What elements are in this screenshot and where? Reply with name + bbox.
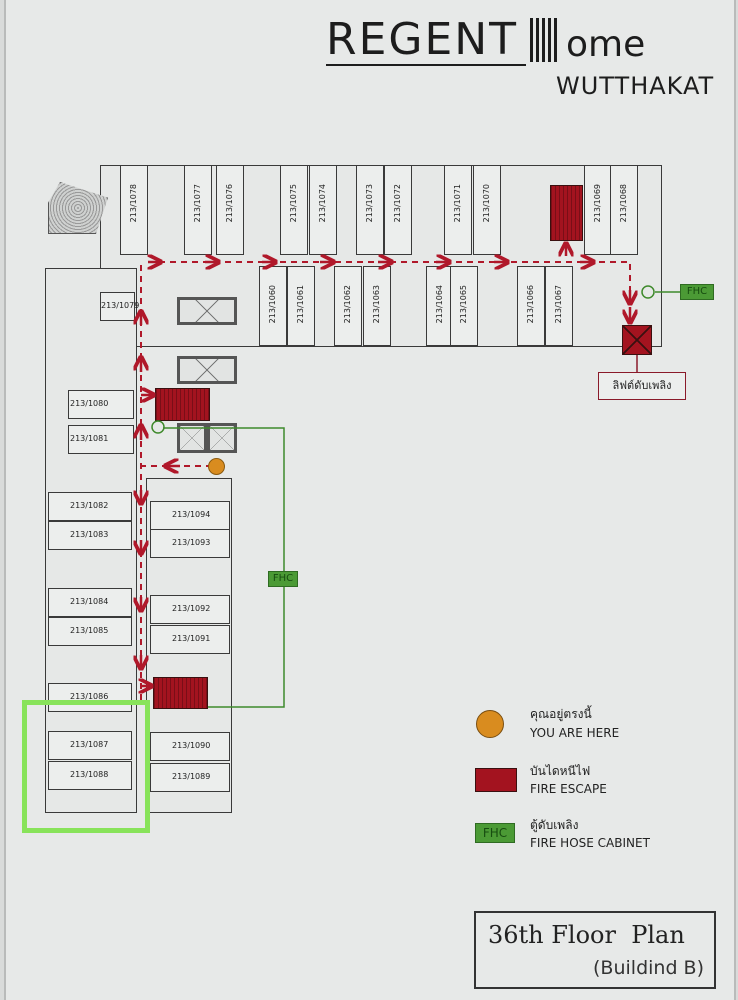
brand-logo-name: REGENT xyxy=(326,14,519,65)
unit-label: 213/1085 xyxy=(70,626,109,635)
unit-room xyxy=(48,761,132,790)
fhc-badge: FHC xyxy=(680,284,714,300)
unit-room xyxy=(150,625,230,654)
unit-label: 213/1091 xyxy=(172,634,211,643)
unit-room xyxy=(150,763,230,792)
unit-room xyxy=(48,588,132,617)
unit-label: 213/1084 xyxy=(70,597,109,606)
legend-fire-escape-en: FIRE ESCAPE xyxy=(530,782,607,796)
legend-fire-escape-th: บันไดหนีไฟ xyxy=(530,764,591,778)
unit-label: 213/1079 xyxy=(101,301,140,310)
unit-room xyxy=(309,165,337,255)
unit-label: 213/1090 xyxy=(172,741,211,750)
unit-label: 213/1082 xyxy=(70,501,109,510)
title-box: 36th Floor Plan (Buildind B) xyxy=(474,911,716,989)
fire-escape-stair xyxy=(550,185,583,241)
unit-label: 213/1081 xyxy=(70,434,109,443)
unit-room xyxy=(473,165,501,255)
unit-room xyxy=(450,266,478,346)
unit-room xyxy=(216,165,244,255)
unit-label: 213/1083 xyxy=(70,530,109,539)
unit-room xyxy=(184,165,212,255)
unit-room xyxy=(584,165,612,255)
floor-title: 36th Floor Plan xyxy=(488,921,685,949)
legend-fhc-th: ตู้ดับเพลิง xyxy=(530,818,579,832)
unit-label: 213/1080 xyxy=(70,399,109,408)
unit-label: 213/1094 xyxy=(172,510,211,519)
accessible-lift-shaft xyxy=(207,423,237,453)
brand-logo-suffix: ome xyxy=(566,24,646,65)
unit-room xyxy=(68,390,134,419)
legend-fhc-icon: FHC xyxy=(475,823,515,843)
legend-you-are-here-th: คุณอยู่ตรงนี้ xyxy=(530,707,592,721)
unit-room xyxy=(356,165,384,255)
legend-fire-escape-icon xyxy=(475,768,517,792)
unit-room xyxy=(150,501,230,530)
fire-lift xyxy=(622,325,652,355)
unit-label: 213/1093 xyxy=(172,538,211,547)
unit-room xyxy=(384,165,412,255)
legend-you-are-here-en: YOU ARE HERE xyxy=(530,726,620,740)
fhc-badge: FHC xyxy=(268,571,298,587)
unit-room xyxy=(48,617,132,646)
fire-escape-stair xyxy=(155,388,210,421)
unit-room xyxy=(48,492,132,521)
unit-room xyxy=(68,425,134,454)
logo-underline xyxy=(326,64,526,66)
unit-room xyxy=(259,266,287,346)
unit-room xyxy=(545,266,573,346)
logo-bars-icon xyxy=(530,18,560,62)
lift-shaft xyxy=(177,423,207,453)
lift-shaft xyxy=(177,356,237,384)
fire-escape-stair xyxy=(153,677,208,709)
unit-label: 213/1087 xyxy=(70,740,109,749)
unit-room xyxy=(150,732,230,761)
legend-you-are-here-icon xyxy=(476,710,504,738)
unit-room xyxy=(48,731,132,760)
building-subtitle: (Buildind B) xyxy=(593,957,704,979)
unit-room xyxy=(280,165,308,255)
legend-fhc-en: FIRE HOSE CABINET xyxy=(530,836,650,850)
unit-room xyxy=(334,266,362,346)
unit-room xyxy=(48,521,132,550)
unit-label: 213/1086 xyxy=(70,692,109,701)
unit-room xyxy=(120,165,148,255)
highlight-box xyxy=(22,700,150,833)
unit-room xyxy=(48,683,132,712)
unit-room xyxy=(100,292,135,321)
unit-room xyxy=(150,595,230,624)
unit-label: 213/1088 xyxy=(70,770,109,779)
unit-room xyxy=(363,266,391,346)
unit-label: 213/1092 xyxy=(172,604,211,613)
unit-room xyxy=(150,529,230,558)
unit-label: 213/1089 xyxy=(172,772,211,781)
brand-location: WUTTHAKAT xyxy=(556,72,715,100)
unit-room xyxy=(517,266,545,346)
unit-room xyxy=(287,266,315,346)
unit-room xyxy=(610,165,638,255)
unit-room xyxy=(444,165,472,255)
fire-lift-label: ลิฟต์ดับเพลิง xyxy=(598,372,686,400)
lift-shaft xyxy=(177,297,237,325)
you-are-here-marker xyxy=(208,458,225,475)
